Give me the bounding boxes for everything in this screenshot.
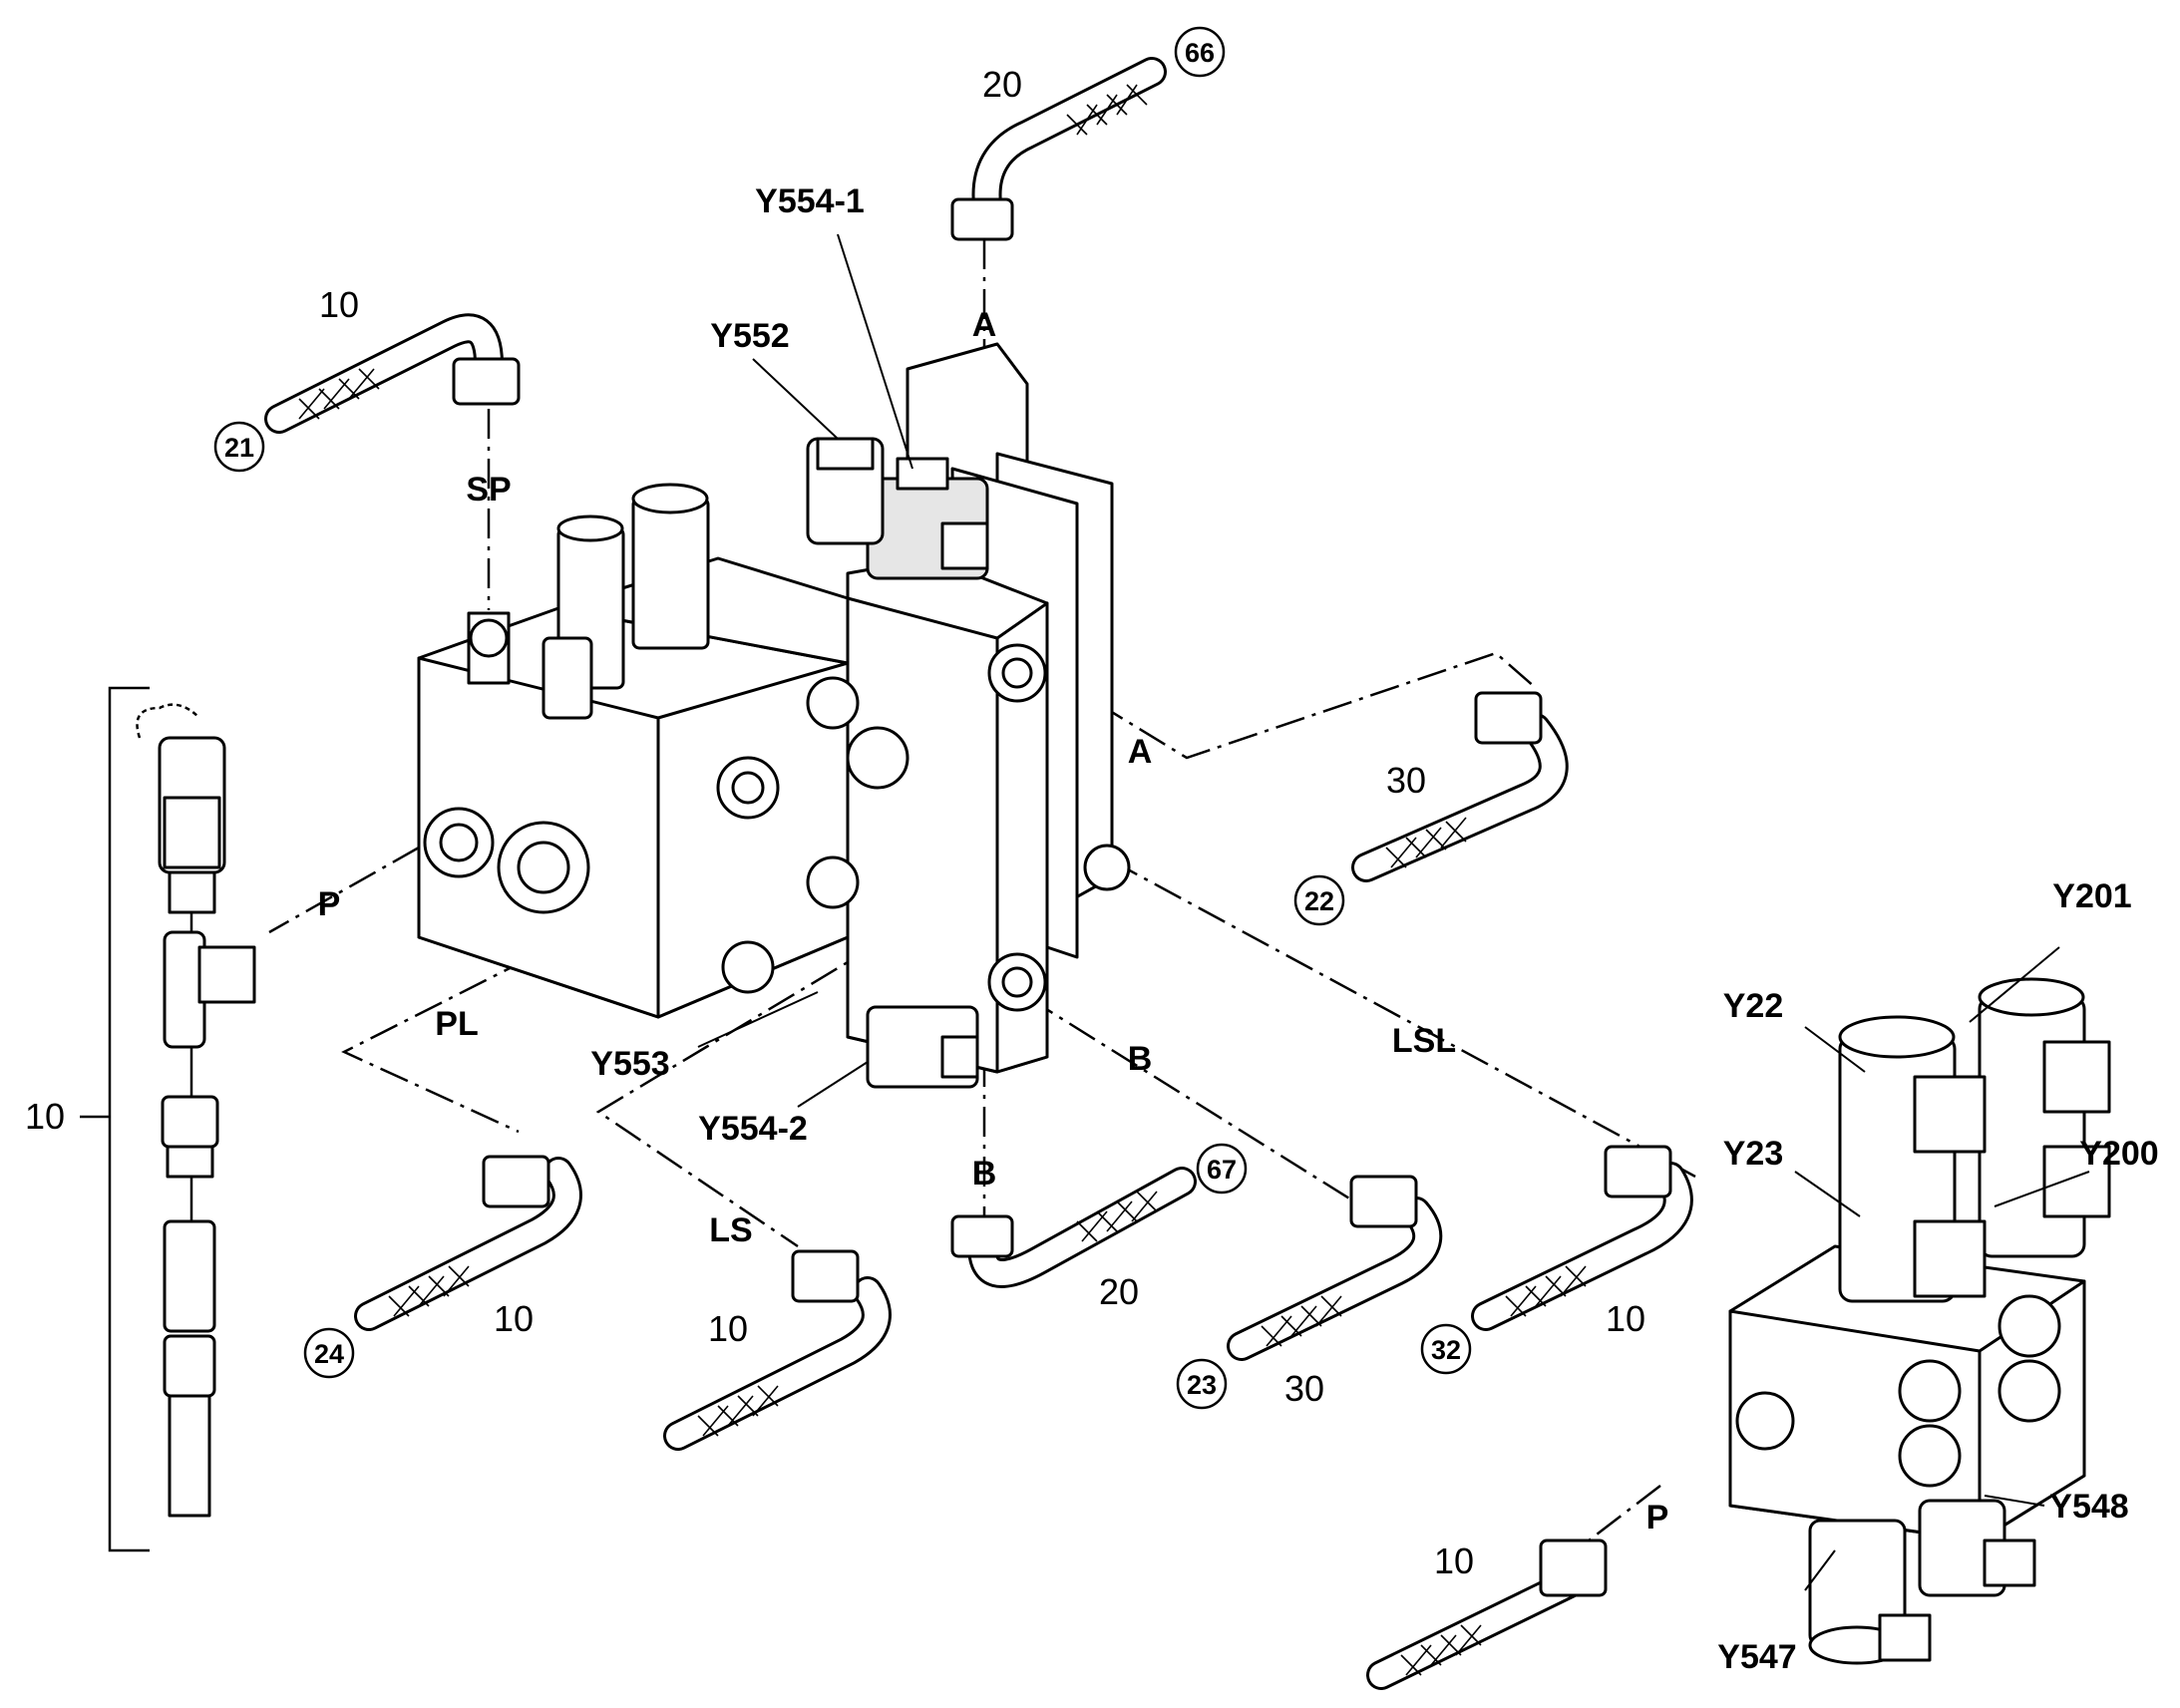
hose-p-right (1366, 1538, 1608, 1690)
port-label-p-left: P (318, 885, 341, 923)
callout-67-text: 67 (1207, 1155, 1237, 1185)
qty-10-kit: 10 (25, 1096, 65, 1137)
hose-22 (1351, 691, 1569, 882)
port-label-b-bottom: B (972, 1155, 997, 1193)
qty-10-hose-ls: 10 (708, 1308, 748, 1349)
port-label-p-right: P (1646, 1499, 1669, 1537)
callout-67: 67 (1196, 1143, 1248, 1195)
port-label-sp: SP (466, 471, 511, 509)
label-y547: Y547 (1717, 1638, 1796, 1676)
callout-66-text: 66 (1185, 38, 1215, 68)
callout-21: 21 (213, 421, 265, 473)
port-fittings (423, 618, 1131, 1012)
callout-66: 66 (1174, 26, 1226, 78)
main-valve-block (417, 342, 1131, 1089)
port-label-lsl: LSL (1392, 1022, 1456, 1060)
qty-30-hose-23: 30 (1284, 1368, 1324, 1409)
port-label-b-right: B (1128, 1040, 1153, 1078)
hose-21 (264, 313, 521, 434)
hose-67 (950, 1167, 1197, 1288)
leader-lines (697, 233, 2090, 1591)
port-label-pl: PL (435, 1005, 478, 1043)
qty-30-right: 30 (1386, 760, 1426, 801)
hose-ls (663, 1249, 892, 1451)
callout-22-text: 22 (1304, 886, 1334, 916)
component-labels: Y554-1 Y552 Y553 Y554-2 Y201 Y22 Y200 Y2… (590, 182, 2158, 1676)
callout-23-text: 23 (1187, 1370, 1217, 1400)
label-y554-1: Y554-1 (755, 182, 865, 220)
label-y22: Y22 (1723, 987, 1784, 1025)
label-y553: Y553 (590, 1045, 669, 1083)
callout-22: 22 (1293, 874, 1345, 926)
callout-23: 23 (1176, 1358, 1228, 1410)
callout-24: 24 (303, 1327, 355, 1379)
hose-23 (1227, 1175, 1443, 1361)
qty-10-hose-32: 10 (1606, 1298, 1645, 1339)
qty-20-top: 20 (982, 64, 1022, 105)
label-y201: Y201 (2052, 877, 2131, 915)
qty-10-hose-24: 10 (494, 1298, 534, 1339)
port-label-a-right: A (1128, 733, 1153, 771)
secondary-valve-block (1728, 977, 2111, 1665)
qty-10-hose-p: 10 (1434, 1540, 1474, 1581)
callout-32: 32 (1420, 1323, 1472, 1375)
label-y554-2: Y554-2 (698, 1110, 808, 1148)
hose-66 (950, 57, 1167, 241)
label-y552: Y552 (710, 317, 789, 355)
callout-32-text: 32 (1431, 1335, 1461, 1365)
callouts: 66 21 22 24 23 32 67 (213, 26, 1472, 1410)
label-y548: Y548 (2049, 1488, 2128, 1526)
hoses (264, 57, 1693, 1690)
qty-10-topleft: 10 (319, 284, 359, 325)
label-y200: Y200 (2079, 1135, 2158, 1173)
port-label-ls: LS (709, 1211, 752, 1249)
callout-24-text: 24 (314, 1339, 344, 1369)
hose-32 (1471, 1145, 1693, 1331)
port-label-a-top: A (972, 306, 997, 344)
qty-20-hose-67: 20 (1099, 1271, 1139, 1312)
callout-21-text: 21 (224, 433, 254, 463)
test-coupling-kit (80, 686, 256, 1552)
port-labels: A SP A P PL LSL B B LS P (318, 306, 1669, 1537)
label-y23: Y23 (1723, 1135, 1784, 1173)
hose-24 (354, 1155, 582, 1331)
quantity-labels: 20 10 30 10 10 10 20 30 10 10 (25, 64, 1645, 1581)
